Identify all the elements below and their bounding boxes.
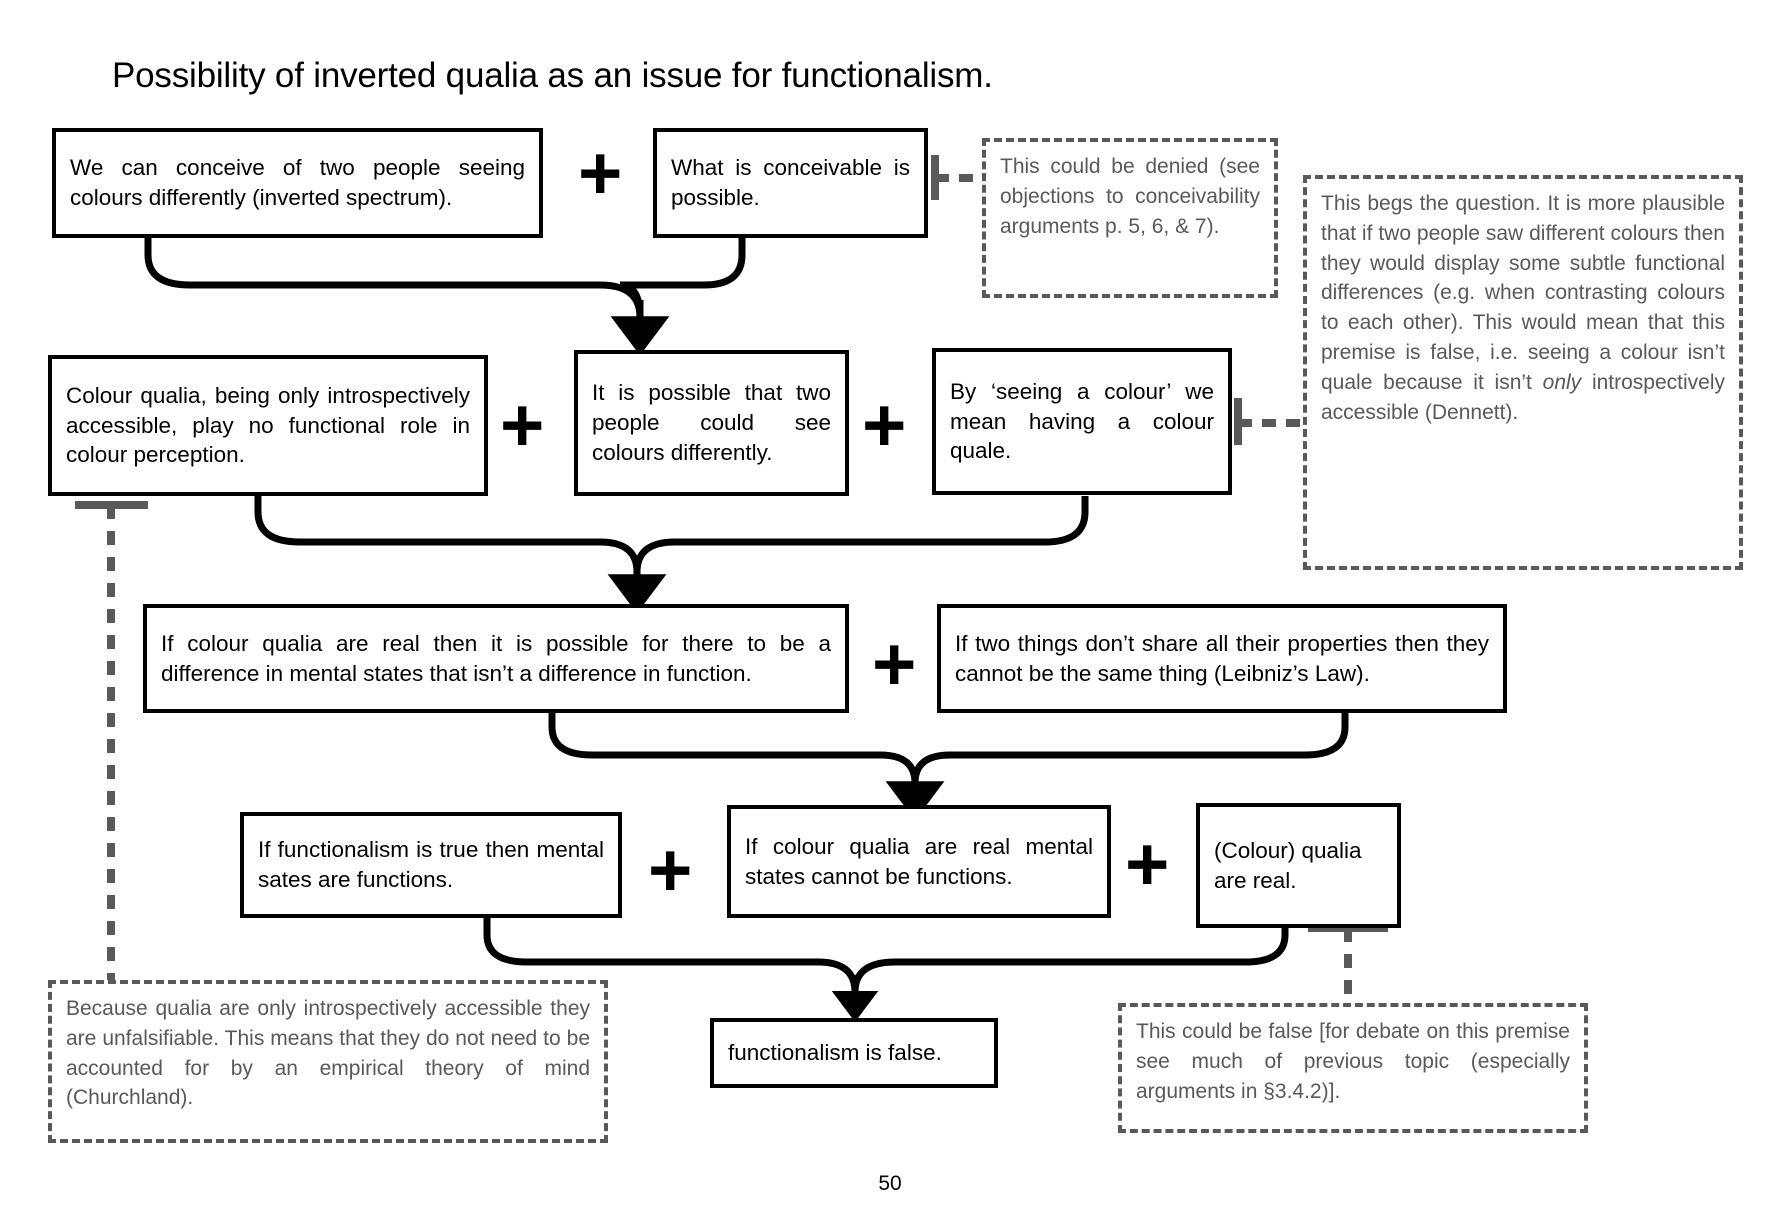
claim-text: What is conceivable is possible. <box>671 155 910 210</box>
plus-operator-1: + <box>578 131 623 216</box>
plus-operator-4: + <box>872 622 917 707</box>
objection-box-o2[interactable]: This begs the question. It is more plaus… <box>1303 175 1743 570</box>
objection-connector-4 <box>1308 924 1388 1003</box>
claim-text: If functionalism is true then mental sat… <box>258 837 604 892</box>
objection-box-o1[interactable]: This could be denied (see objections to … <box>982 138 1278 298</box>
plus-operator-5: + <box>648 828 693 913</box>
claim-text: If two things don’t share all their prop… <box>955 630 1489 686</box>
claim-box-c8[interactable]: If functionalism is true then mental sat… <box>240 812 622 918</box>
objection-text-part1: This begs the question. It is more plaus… <box>1321 192 1725 394</box>
claim-text: If colour qualia are real mental states … <box>745 833 1093 889</box>
objection-text: This could be denied (see objections to … <box>1000 155 1260 238</box>
connector-row3-to-row4 <box>548 713 1349 784</box>
claim-box-c4[interactable]: It is possible that two people could see… <box>574 350 849 496</box>
objection-connector-1 <box>931 155 985 200</box>
claim-text: (Colour) qualia are real. <box>1214 837 1362 893</box>
plus-operator-6: + <box>1125 822 1170 907</box>
claim-text: By ‘seeing a colour’ we mean having a co… <box>950 378 1214 464</box>
claim-text: It is possible that two people could see… <box>592 380 831 465</box>
claim-box-c10[interactable]: (Colour) qualia are real. <box>1196 803 1401 928</box>
claim-text: If colour qualia are real then it is pos… <box>161 630 831 686</box>
claim-box-c3[interactable]: Colour qualia, being only introspectivel… <box>48 355 488 496</box>
objection-connector-3 <box>75 501 148 980</box>
claim-text: functionalism is false. <box>728 1040 942 1066</box>
claim-text: We can conceive of two people seeing col… <box>70 155 525 210</box>
claim-box-c5[interactable]: By ‘seeing a colour’ we mean having a co… <box>932 348 1232 495</box>
objection-text: This begs the question. It is more plaus… <box>1307 179 1739 438</box>
claim-box-c1[interactable]: We can conceive of two people seeing col… <box>52 128 543 238</box>
claim-text: Colour qualia, being only introspectivel… <box>66 382 470 468</box>
page-title: Possibility of inverted qualia as an iss… <box>112 56 993 95</box>
objection-box-o3[interactable]: Because qualia are only introspectively … <box>48 980 608 1143</box>
objection-box-o4[interactable]: This could be false [for debate on this … <box>1118 1003 1588 1133</box>
connector-row2-to-row3 <box>254 496 1089 573</box>
objection-text: Because qualia are only introspectively … <box>66 997 590 1110</box>
objection-connector-2 <box>1234 398 1305 445</box>
objection-text: This could be false [for debate on this … <box>1136 1020 1570 1103</box>
objection-text-emphasis: only <box>1542 370 1582 394</box>
claim-box-c2[interactable]: What is conceivable is possible. <box>653 128 928 238</box>
page-number: 50 <box>878 1172 902 1195</box>
claim-box-conclusion[interactable]: functionalism is false. <box>710 1018 998 1088</box>
claim-box-c9[interactable]: If colour qualia are real mental states … <box>727 805 1111 918</box>
claim-box-c6[interactable]: If colour qualia are real then it is pos… <box>143 604 849 713</box>
claim-box-c7[interactable]: If two things don’t share all their prop… <box>937 604 1507 713</box>
connector-row1-to-row2 <box>144 237 746 318</box>
objection-text-part2: introspectively accessible (Dennett). <box>1321 370 1725 424</box>
plus-operator-2: + <box>500 383 545 468</box>
plus-operator-3: + <box>862 383 907 468</box>
